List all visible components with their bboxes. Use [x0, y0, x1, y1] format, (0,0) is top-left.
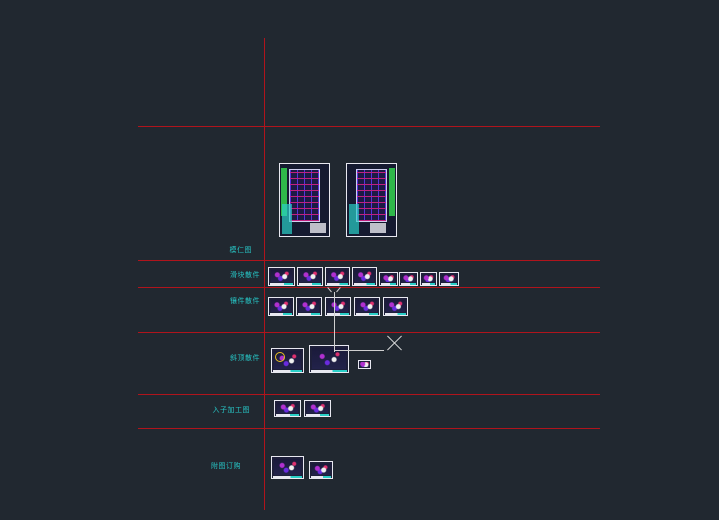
sheet-border-strip [389, 168, 395, 216]
drawing-thumb-ordering[interactable] [309, 461, 333, 479]
title-strip [273, 476, 302, 478]
part-view [328, 270, 347, 282]
drawing-sheet-mold-core-1[interactable] [279, 163, 330, 237]
part-view [271, 270, 292, 282]
drawing-thumb-lifter-part[interactable] [271, 348, 304, 373]
title-strip [311, 370, 347, 372]
grid-horizontal-line [138, 394, 600, 395]
row-label-insert-parts[interactable]: 镶件散件 [230, 297, 260, 305]
sheet-title-block [310, 223, 326, 233]
part-view [442, 275, 456, 282]
part-view [300, 270, 320, 282]
drawing-thumb-ordering[interactable] [271, 456, 304, 479]
sheet-title-block [370, 223, 386, 233]
title-strip [354, 283, 375, 285]
drawing-thumb-insert-part[interactable] [383, 297, 408, 316]
title-strip [356, 313, 378, 315]
sheet-border-strip [281, 168, 287, 216]
grid-horizontal-line [138, 126, 600, 127]
drawing-thumb-lifter-part[interactable] [358, 360, 371, 369]
part-view [328, 300, 348, 312]
drawing-thumb-slider-part[interactable] [325, 267, 350, 286]
title-strip [422, 283, 435, 285]
grid-horizontal-line [138, 332, 600, 333]
drawing-sheet-mold-core-2[interactable] [346, 163, 397, 237]
drawing-thumb-slider-part[interactable] [399, 272, 418, 286]
grid-horizontal-line [138, 287, 600, 288]
row-label-insert-machining[interactable]: 入子加工图 [212, 406, 250, 414]
title-strip [385, 313, 406, 315]
drawing-thumb-slider-part[interactable] [379, 272, 398, 286]
row-label-mold-core[interactable]: 模仁图 [229, 246, 252, 254]
part-view [386, 300, 405, 312]
drawing-thumb-insert-machining[interactable] [304, 400, 331, 417]
title-strip [270, 283, 293, 285]
part-view [312, 348, 346, 369]
row-label-ordering[interactable]: 附图订购 [211, 462, 241, 470]
part-view [312, 464, 330, 475]
part-view [357, 300, 377, 312]
sheet-title-block [282, 204, 292, 234]
sheet-plan-view [289, 169, 320, 222]
part-view [355, 270, 374, 282]
title-strip [298, 313, 320, 315]
grid-vertical-line [264, 38, 265, 510]
drawing-thumb-slider-part[interactable] [297, 267, 323, 286]
part-view [382, 275, 395, 282]
grid-horizontal-line [138, 260, 600, 261]
drawing-thumb-lifter-part[interactable] [309, 345, 349, 373]
drawing-thumb-slider-part[interactable] [352, 267, 377, 286]
title-strip [273, 370, 302, 372]
part-view [274, 459, 301, 475]
crosshair-vertical [334, 292, 335, 352]
drawing-thumb-insert-part[interactable] [296, 297, 322, 316]
part-view [402, 275, 415, 282]
title-strip [327, 283, 348, 285]
title-strip [441, 283, 457, 285]
title-strip [270, 313, 292, 315]
drawing-thumb-slider-part[interactable] [420, 272, 437, 286]
row-label-lifter-parts[interactable]: 斜顶散件 [230, 354, 260, 362]
pickbox-x-icon [387, 335, 403, 351]
sheet-plan-view [356, 169, 387, 222]
title-strip [401, 283, 416, 285]
drawing-thumb-insert-machining[interactable] [274, 400, 301, 417]
part-view [299, 300, 319, 312]
part-view [277, 403, 298, 413]
drawing-thumb-insert-part[interactable] [354, 297, 380, 316]
title-strip [327, 313, 349, 315]
title-strip [299, 283, 321, 285]
sheet-title-block [349, 204, 359, 234]
title-strip [276, 414, 299, 416]
drawing-thumb-insert-part[interactable] [325, 297, 351, 316]
title-strip [311, 476, 331, 478]
crosshair-horizontal [334, 350, 384, 351]
drawing-thumb-insert-part[interactable] [268, 297, 294, 316]
title-strip [381, 283, 396, 285]
part-view [271, 300, 291, 312]
grid-horizontal-line [138, 428, 600, 429]
circle-detail-icon [275, 352, 285, 362]
part-view [423, 275, 434, 282]
row-label-slider-parts[interactable]: 滑块散件 [230, 271, 260, 279]
drawing-thumb-slider-part[interactable] [268, 267, 295, 286]
title-strip [306, 414, 329, 416]
drawing-thumb-slider-part[interactable] [439, 272, 459, 286]
part-view [360, 362, 369, 367]
part-view [307, 403, 328, 413]
